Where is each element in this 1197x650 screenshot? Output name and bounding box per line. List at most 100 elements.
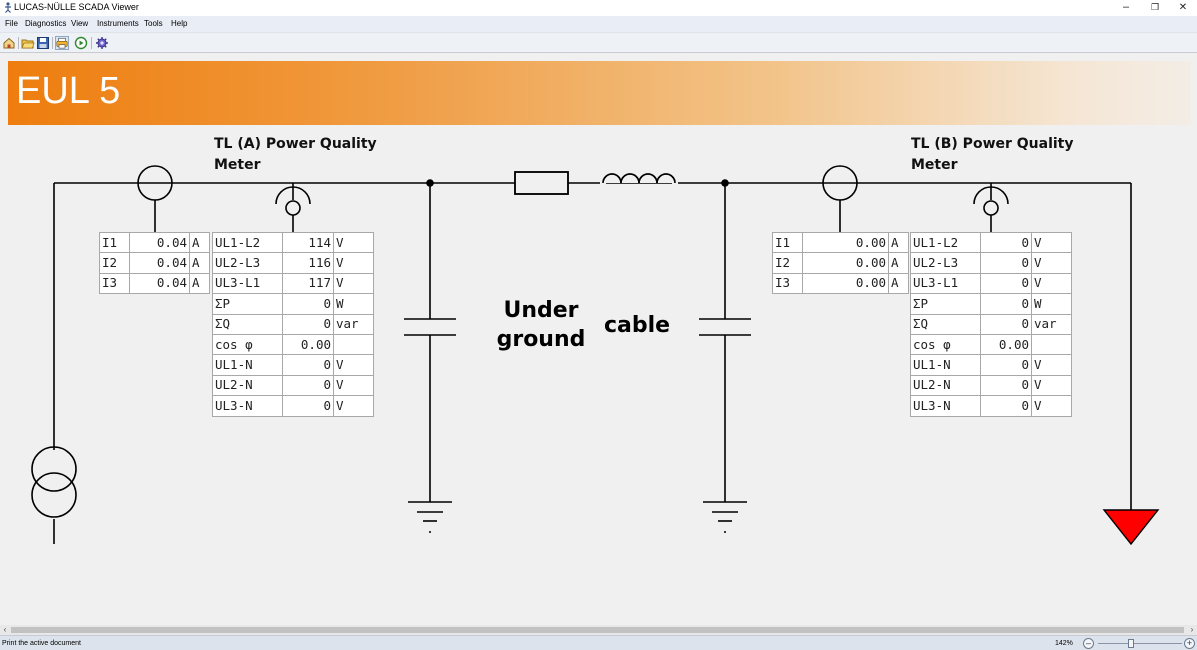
meter-a-title-line2: Meter	[214, 157, 261, 173]
meter-b-title-line1: TL (B) Power Quality	[911, 136, 1074, 152]
value-unit: V	[333, 272, 374, 295]
value-reading: 0	[980, 231, 1032, 254]
current-label: I2	[772, 252, 803, 274]
value-reading: 116	[282, 252, 334, 274]
table-row: I1 0.04 A	[99, 231, 210, 254]
value-unit: W	[1031, 293, 1072, 315]
restore-button[interactable]: ❐	[1150, 2, 1160, 12]
meter-a-current-table: I1 0.04 A I2 0.04 A I3 0.04 A	[99, 231, 210, 295]
value-reading: 0	[980, 252, 1032, 274]
value-unit: V	[333, 354, 374, 376]
junction-dot-right	[721, 179, 729, 187]
current-unit: A	[888, 231, 909, 254]
meter-a-title: TL (A) Power Quality Meter	[214, 134, 377, 176]
value-reading: 0	[282, 354, 334, 376]
value-label: cos φ	[910, 333, 981, 356]
current-unit: A	[189, 231, 210, 254]
source-transformer-icon	[31, 446, 77, 492]
value-reading: 0	[980, 395, 1032, 417]
meter-b-title-line2: Meter	[911, 157, 958, 173]
settings-gear-icon[interactable]	[95, 36, 109, 50]
value-label: UL3-N	[212, 395, 283, 417]
value-unit: var	[333, 313, 374, 335]
value-reading: 0	[980, 272, 1032, 295]
value-unit: V	[1031, 395, 1072, 417]
run-icon[interactable]	[74, 36, 88, 50]
resistor-body	[514, 171, 569, 195]
current-label: I1	[772, 231, 803, 254]
value-label: ΣQ	[910, 313, 981, 335]
menu-instruments[interactable]: Instruments	[97, 19, 139, 28]
meter-b-title: TL (B) Power Quality Meter	[911, 134, 1074, 176]
current-label: I3	[772, 272, 803, 295]
menu-help[interactable]: Help	[171, 19, 188, 28]
cable-label-word: cable	[604, 313, 671, 338]
menu-tools[interactable]: Tools	[144, 19, 163, 28]
home-icon[interactable]	[2, 36, 16, 50]
window-title: LUCAS-NÜLLE SCADA Viewer	[14, 2, 139, 12]
value-label: cos φ	[212, 333, 283, 356]
value-unit: V	[1031, 252, 1072, 274]
toolbar-separator	[91, 37, 92, 49]
value-label: UL3-L1	[212, 272, 283, 295]
save-icon[interactable]	[36, 36, 50, 50]
status-bar: Print the active document 142% – +	[0, 635, 1197, 650]
value-reading: 0	[980, 293, 1032, 315]
current-label: I1	[99, 231, 130, 254]
menu-bar: File Diagnostics View Instruments Tools …	[0, 16, 1197, 33]
zoom-slider-track[interactable]	[1098, 643, 1182, 644]
current-value: 0.00	[802, 252, 889, 274]
table-row: I2 0.04 A	[99, 252, 210, 274]
horizontal-scrollbar[interactable]: ‹ ›	[0, 625, 1197, 635]
menu-file[interactable]: File	[5, 19, 18, 28]
value-unit: V	[1031, 231, 1072, 254]
print-icon[interactable]	[55, 36, 69, 50]
value-label: UL1-L2	[212, 231, 283, 254]
current-value: 0.04	[129, 231, 190, 254]
scrollbar-thumb[interactable]	[11, 627, 1184, 633]
current-label: I2	[99, 252, 130, 274]
close-button[interactable]: ✕	[1178, 2, 1188, 13]
load-icon	[1102, 509, 1160, 546]
minimize-button[interactable]: –	[1122, 1, 1130, 13]
value-unit: V	[1031, 272, 1072, 295]
value-unit: W	[333, 293, 374, 315]
title-bar: LUCAS-NÜLLE SCADA Viewer – ❐ ✕	[0, 0, 1197, 16]
value-reading: 0	[282, 293, 334, 315]
value-unit	[333, 333, 374, 356]
zoom-slider-thumb[interactable]	[1128, 639, 1134, 648]
value-unit: V	[333, 252, 374, 274]
scroll-left-arrow-icon[interactable]: ‹	[3, 625, 7, 634]
current-unit: A	[189, 272, 210, 295]
zoom-in-button[interactable]: +	[1184, 638, 1195, 649]
value-label: UL2-N	[212, 374, 283, 397]
cable-label-line2: ground	[496, 327, 586, 352]
open-folder-icon[interactable]	[21, 36, 35, 50]
menu-diagnostics[interactable]: Diagnostics	[25, 19, 67, 28]
zoom-out-button[interactable]: –	[1083, 638, 1094, 649]
value-reading: 0	[282, 374, 334, 397]
scroll-right-arrow-icon[interactable]: ›	[1190, 625, 1194, 634]
menu-view[interactable]: View	[71, 19, 89, 28]
header-banner: EUL 5	[8, 61, 1191, 125]
value-label: ΣP	[910, 293, 981, 315]
value-reading: 114	[282, 231, 334, 254]
table-row: I3 0.04 A	[99, 272, 210, 295]
current-label: I3	[99, 272, 130, 295]
value-label: ΣQ	[212, 313, 283, 335]
